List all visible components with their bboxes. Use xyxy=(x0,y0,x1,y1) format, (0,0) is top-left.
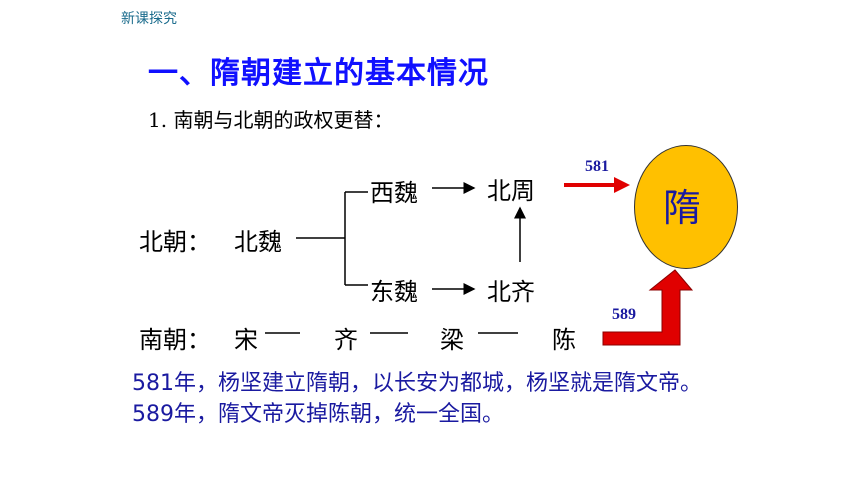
subtitle: 1. 南朝与北朝的政权更替： xyxy=(148,108,394,132)
node-west-wei: 西魏 xyxy=(370,179,418,207)
year-581: 581 xyxy=(585,158,609,175)
south-label: 南朝： xyxy=(139,326,211,354)
node-north-qi: 北齐 xyxy=(487,278,535,306)
page-title: 一、隋朝建立的基本情况 xyxy=(148,56,489,91)
node-east-wei: 东魏 xyxy=(370,278,418,306)
node-liang: 梁 xyxy=(440,326,464,354)
summary-text: 581年，杨坚建立隋朝，以长安为都城，杨坚就是隋文帝。589年，隋文帝灭掉陈朝，… xyxy=(132,371,702,427)
node-chen: 陈 xyxy=(552,326,576,354)
red-arrow-581-head xyxy=(614,177,630,193)
year-589: 589 xyxy=(612,306,636,323)
red-arrow-589 xyxy=(602,269,694,346)
node-north-wei: 北魏 xyxy=(234,228,282,256)
node-south-qi: 齐 xyxy=(334,326,358,354)
sui-circle xyxy=(634,145,738,269)
node-north-zhou: 北周 xyxy=(487,177,535,205)
sui-label: 隋 xyxy=(663,186,702,230)
section-tag: 新课探究 xyxy=(121,11,177,27)
node-song: 宋 xyxy=(234,326,258,354)
north-label: 北朝： xyxy=(139,228,211,256)
